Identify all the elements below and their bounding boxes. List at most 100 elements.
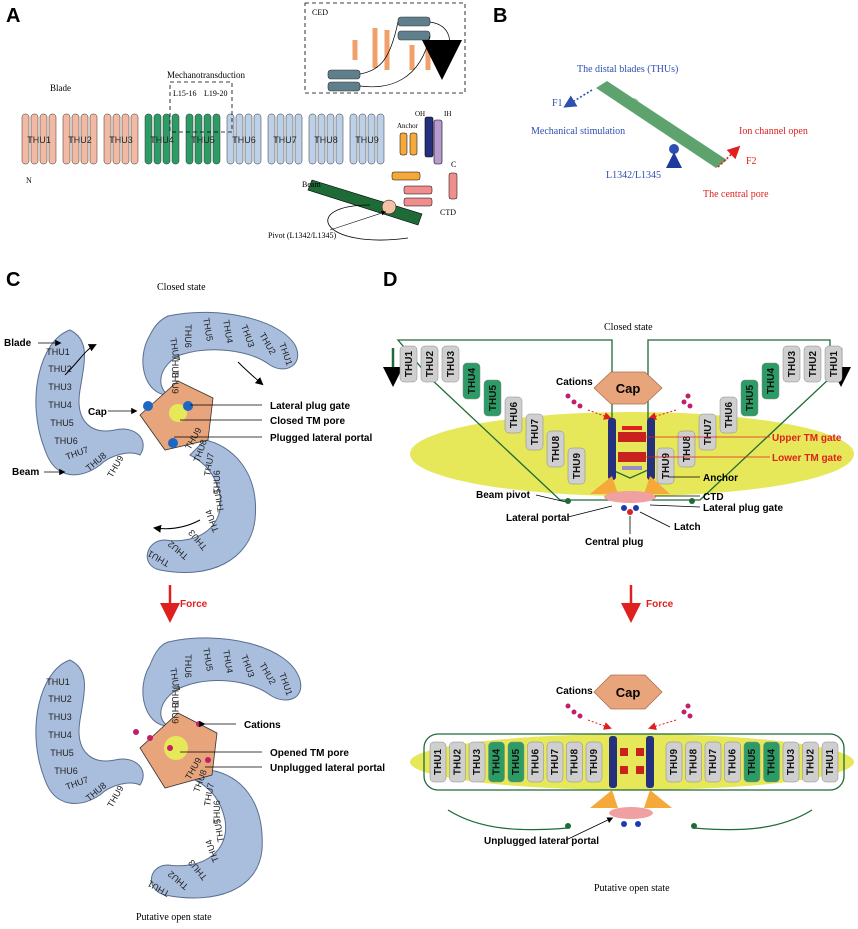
closed-tm-pore: [169, 404, 187, 422]
f2-arrow: [717, 145, 741, 168]
thu-block-label: THU1: [825, 749, 836, 776]
lateral-portal-label: Lateral portal: [506, 513, 570, 524]
helix-segment: [367, 113, 376, 165]
helix-segment: [294, 113, 303, 165]
thu-block-label: THU7: [708, 749, 719, 776]
pivot-label: Pivot (L1342/L1345): [268, 231, 337, 240]
thu-label-a: THU6: [232, 135, 256, 145]
plug-left: [143, 401, 153, 411]
thu-block-open-right: [724, 741, 741, 783]
rotation-arrow-bottom: [153, 519, 201, 533]
distal-blades-label: The distal blades (THUs): [577, 64, 678, 75]
thu-label-c: THU4: [48, 730, 72, 740]
pivot-arrow: [329, 210, 387, 231]
thu-block-label: THU2: [425, 351, 436, 378]
pivot-dot-a: [381, 199, 397, 215]
thu-label-c: THU7: [168, 337, 182, 362]
thu-label-c: THU1: [46, 677, 70, 687]
latch-dot-open: [635, 821, 641, 827]
mechanotransduction-label: Mechanotransduction: [167, 70, 245, 80]
ctd-closed: [604, 491, 656, 503]
beam-pivot-label: Beam pivot: [476, 490, 531, 501]
ion-channel-open-label: Ion channel open: [739, 126, 808, 137]
rotation-arrow-right: [237, 361, 264, 386]
thu-block-label: THU9: [669, 749, 680, 776]
cations-label-c: Cations: [244, 720, 281, 731]
thu-block-label: THU2: [453, 749, 464, 776]
ced-domain: [327, 16, 450, 91]
helix-segment: [326, 113, 335, 165]
thu-block-label: THU8: [551, 436, 562, 463]
helix-segment: [212, 113, 221, 165]
blade-arm-left-open: [35, 659, 144, 804]
thu-block-closed-right: [782, 345, 801, 383]
beam-pivot-dot: [689, 498, 695, 504]
thu-block-label: THU1: [433, 749, 444, 776]
thu-block-open-right: [821, 741, 839, 783]
unplugged-portal-pointer-d: [565, 817, 614, 841]
helix-segment: [48, 113, 57, 165]
cation-dot: [147, 735, 153, 741]
central-plug-dot: [627, 509, 633, 515]
thu-label-c: THU6: [54, 766, 78, 776]
thu-block-closed-right: [740, 379, 759, 417]
latch-pointer: [639, 511, 671, 528]
helix-segment: [376, 113, 385, 165]
thu-block-closed-right: [761, 362, 780, 400]
beam-pivot-pointer: [535, 494, 567, 503]
thu-block-closed-left: [462, 362, 481, 400]
thu-block-label: THU4: [766, 368, 777, 395]
panel-label-b: B: [493, 5, 507, 27]
cap-open: [593, 674, 663, 710]
pore-open: [609, 736, 654, 788]
thu-block-label: THU6: [531, 749, 542, 776]
helix-segment: [162, 113, 171, 165]
anchor-a: [391, 132, 421, 181]
ih-label: IH: [444, 110, 451, 118]
thu-label-c: THU8: [170, 354, 180, 378]
thu-block-label: THU7: [550, 749, 561, 776]
cation-dot: [167, 745, 173, 751]
thu-label-c: THU3: [48, 712, 72, 722]
plugged-lateral-portal-label: Plugged lateral portal: [270, 433, 372, 444]
thu-block-label: THU4: [467, 368, 478, 395]
pivot-open-dot: [691, 823, 697, 829]
pivot-point-b: [669, 144, 679, 154]
thu-label-c: THU4: [221, 649, 235, 674]
l19-20-label: L19-20: [204, 89, 228, 98]
thu-block-open-right: [685, 741, 702, 783]
thu-label-c: THU2: [48, 364, 72, 374]
helix-segment: [153, 113, 162, 165]
lateral-plug-gate-label-d: Lateral plug gate: [703, 503, 783, 514]
latch-dot: [621, 505, 627, 511]
panel-c: Closed state THU1THU2THU3THU4THU5THU6THU…: [4, 282, 385, 923]
force-label-d: Force: [646, 599, 674, 610]
cation-dot: [205, 757, 211, 763]
blade-arm-bottom-open: [150, 769, 263, 899]
beam-pivot-dot: [565, 498, 571, 504]
helix-segment: [235, 113, 244, 165]
panel-label-d: D: [383, 269, 397, 291]
fulcrum-b: [666, 152, 682, 168]
panel-b: Beam The distal blades (THUs) F1 Mechani…: [531, 64, 808, 200]
thu-label-c: THU6: [183, 324, 193, 348]
helix-segment: [194, 113, 203, 165]
cation-dot: [133, 729, 139, 735]
thu-label-c: THU6: [54, 436, 78, 446]
thu-label-a: THU3: [109, 135, 133, 145]
panel-label-a: A: [6, 5, 20, 27]
helix-segment: [130, 113, 139, 165]
helix-segment: [80, 113, 89, 165]
thu-block-label: THU3: [786, 749, 797, 776]
c-terminus-label: C: [451, 160, 456, 169]
anchor-left-open: [590, 790, 618, 808]
thu-block-label: THU5: [511, 749, 522, 776]
f1-label: F1: [552, 98, 563, 109]
mechanotransduction-box: [169, 81, 233, 133]
unplugged-lateral-portal-label-d: Unplugged lateral portal: [484, 836, 599, 847]
blade-arm-bottom: [146, 439, 257, 574]
